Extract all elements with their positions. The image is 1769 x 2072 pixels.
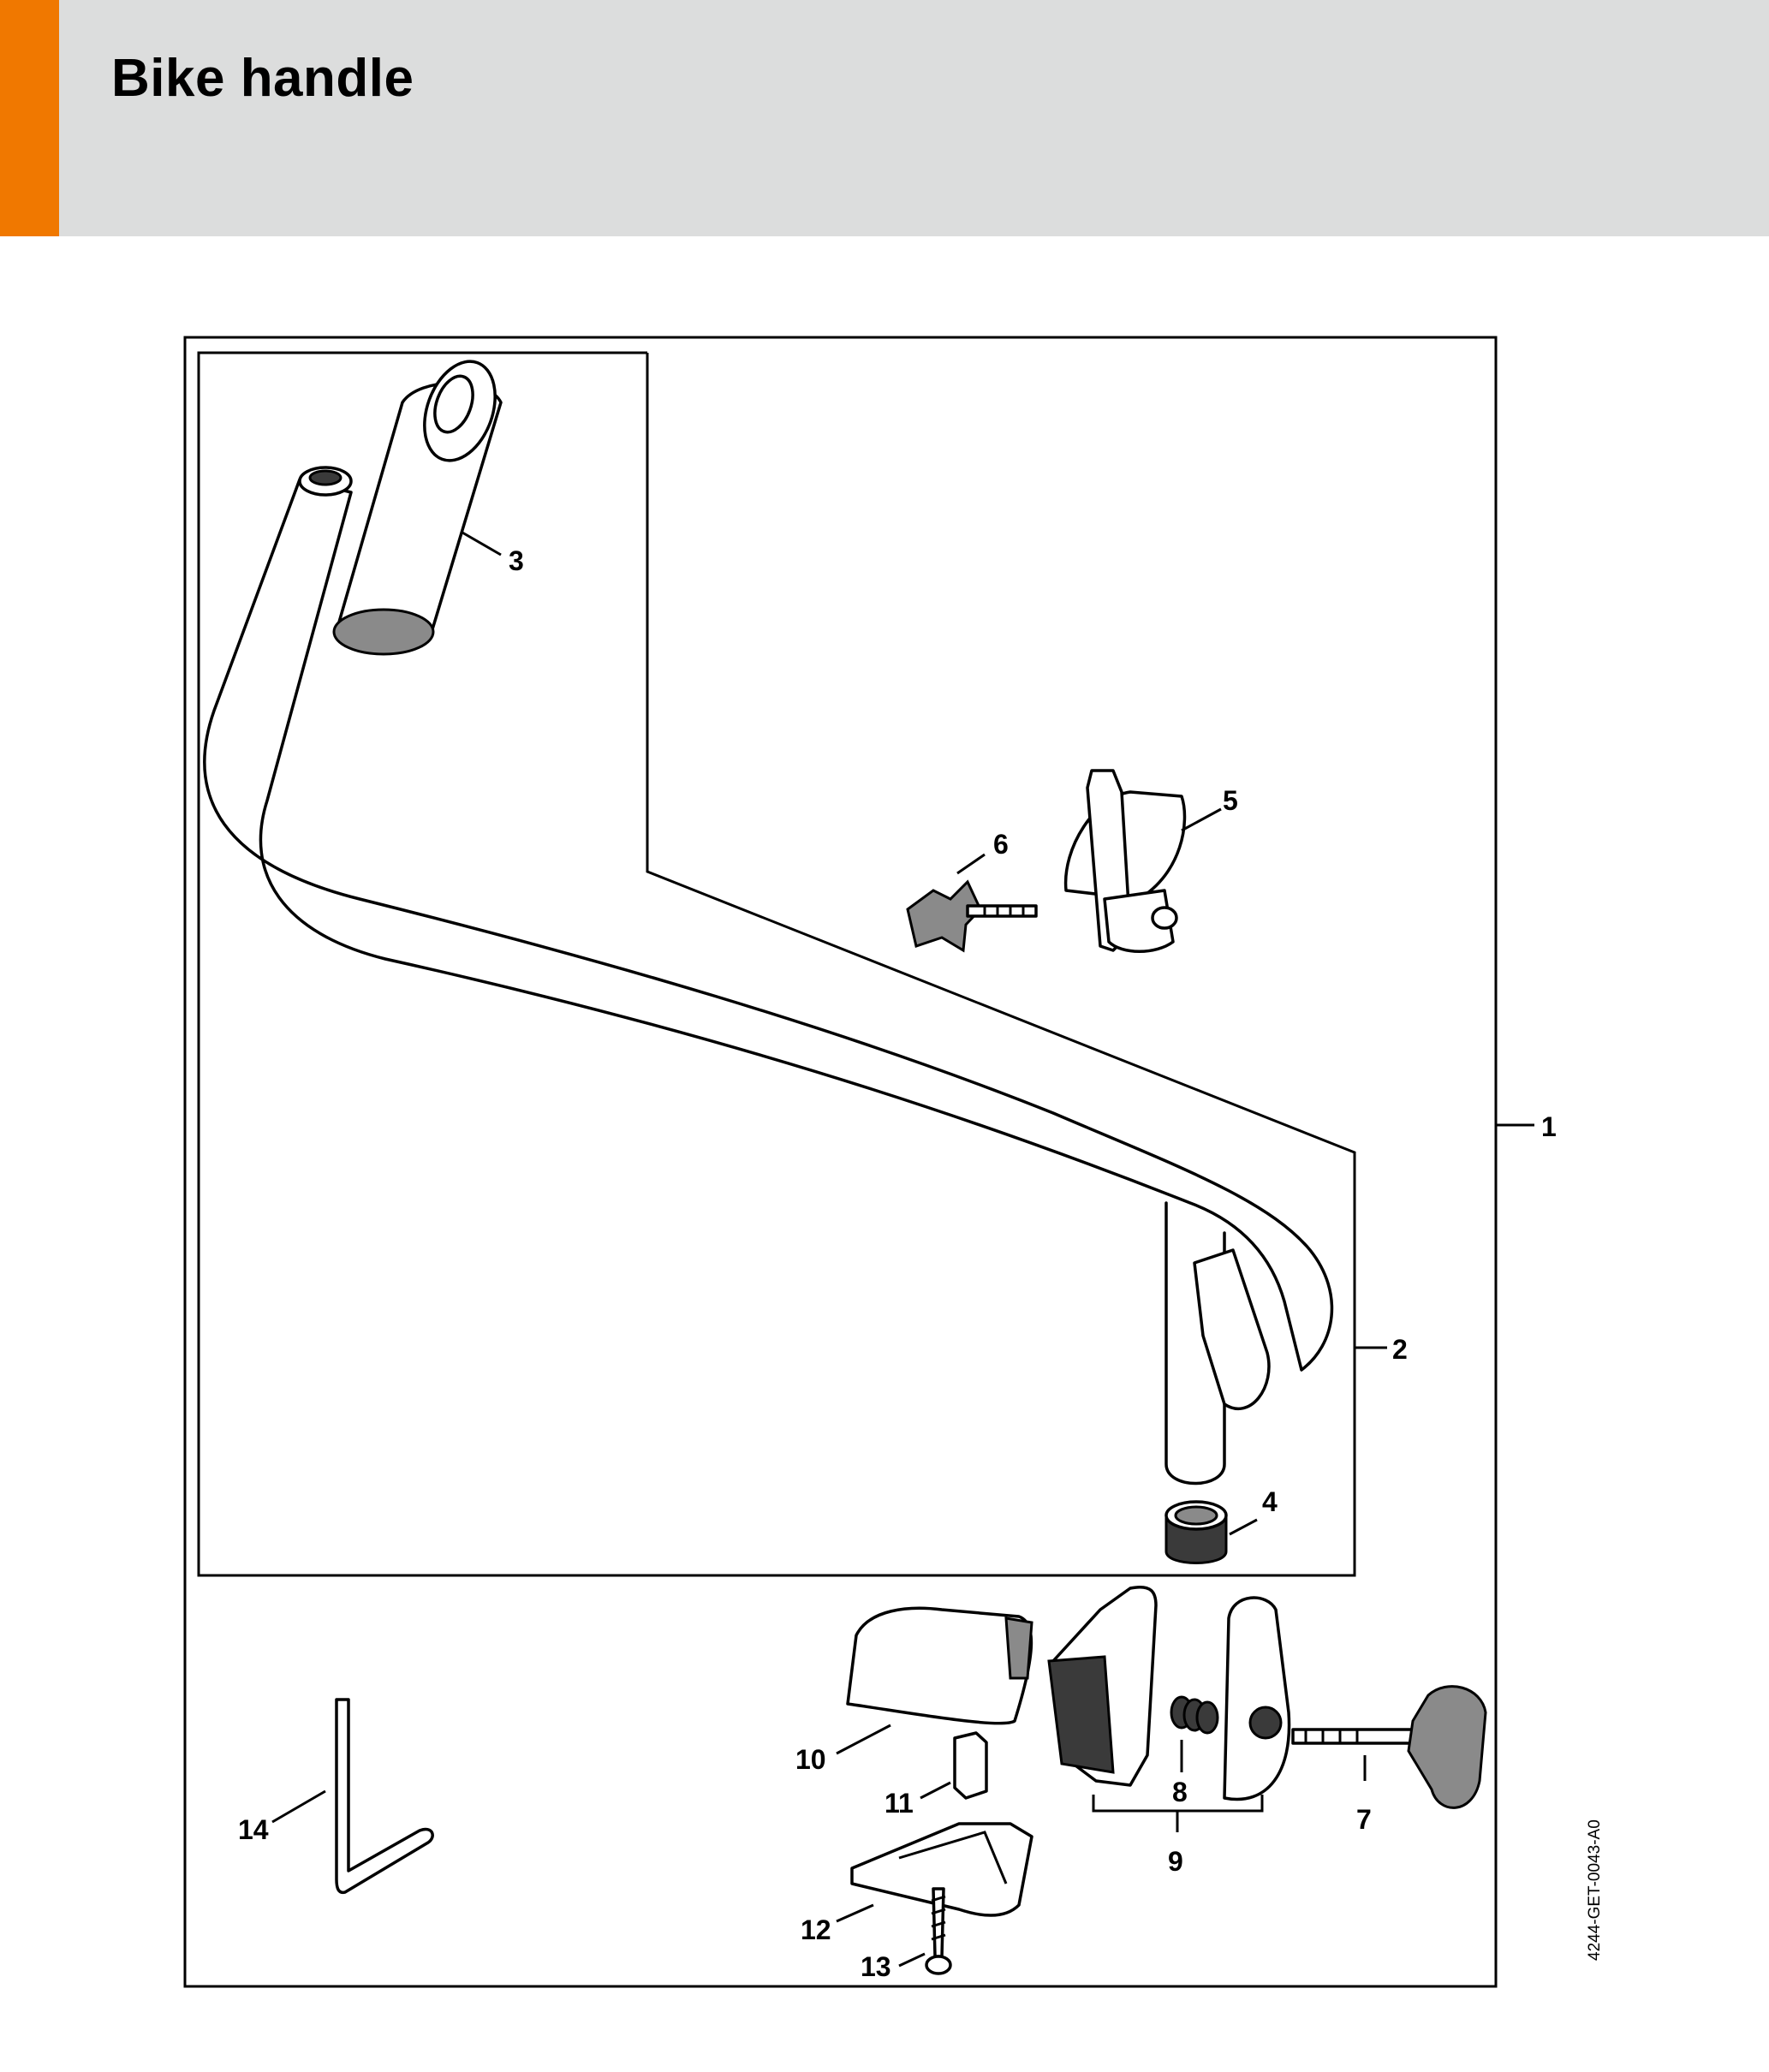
insert-block (953, 1731, 988, 1800)
star-knob (906, 879, 1038, 953)
callout-4: 4 (1262, 1486, 1278, 1517)
cover-cap (846, 1606, 1033, 1725)
callout-6: 6 (993, 829, 1009, 860)
assembly-frame-1 (183, 336, 1498, 1988)
clamp-halves (1047, 1586, 1291, 1801)
hex-key (335, 1698, 434, 1895)
callout-11: 11 (884, 1788, 914, 1819)
t-handle-bolt (1291, 1685, 1487, 1809)
callout-3: 3 (509, 545, 524, 576)
callout-9: 9 (1168, 1846, 1183, 1877)
end-plug (1164, 1500, 1228, 1564)
assembly-frame-2 (197, 351, 1356, 1577)
callout-7: 7 (1356, 1804, 1372, 1835)
lower-housing (850, 1822, 1033, 1917)
handle-grip (332, 360, 503, 656)
drawing-code: 4244-GET-0043-A0 (1586, 1819, 1604, 1961)
callout-14: 14 (238, 1814, 269, 1845)
callout-10: 10 (795, 1744, 826, 1775)
callout-12: 12 (801, 1914, 831, 1945)
callout-1: 1 (1541, 1111, 1557, 1142)
callout-8: 8 (1172, 1777, 1188, 1807)
screw (925, 1887, 952, 1975)
page-title: Bike handle (111, 49, 414, 108)
accent-bar (0, 0, 59, 236)
callout-5: 5 (1223, 785, 1238, 816)
spring (1170, 1695, 1219, 1735)
clamp-housing (1063, 769, 1187, 953)
callout-2: 2 (1392, 1334, 1408, 1365)
handlebar-tube (203, 466, 1334, 1486)
page-header: Bike handle (0, 0, 1769, 236)
callout-13: 13 (861, 1951, 891, 1982)
